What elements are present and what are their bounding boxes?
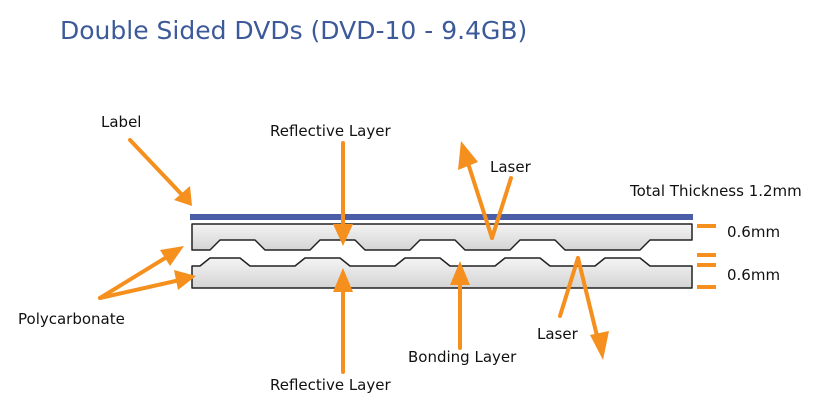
bottom-polycarbonate-substrate [191,257,693,289]
laser-top-arrowhead [458,141,478,170]
polycarbonate-upper-arrowhead [160,246,184,266]
thickness-bottom-text: 0.6mm [727,266,780,284]
label-text: Label [101,113,141,131]
reflective-top-arrowhead [333,224,353,246]
polycarbonate-text: Polycarbonate [18,310,125,328]
bonding-layer-text: Bonding Layer [408,348,517,366]
laser-bottom-arrow-out [576,256,600,342]
thickness-markers [697,224,716,289]
polycarbonate-arrow-upper-shaft [98,253,172,300]
reflective-layer-top-text: Reflective Layer [270,122,391,140]
laser-top-text: Laser [490,158,532,176]
label-arrowhead [174,186,192,206]
polycarbonate-lower-arrowhead [174,270,196,290]
laser-bottom-arrowhead [590,331,609,360]
diagram-title: Double Sided DVDs (DVD-10 - 9.4GB) [60,16,528,45]
label-layer [190,214,693,220]
total-thickness-text: Total Thickness 1.2mm [629,182,802,200]
label-arrow-shaft [128,138,188,201]
thickness-top-text: 0.6mm [727,223,780,241]
bonding-arrowhead [450,261,470,285]
laser-top-arrow-out [465,158,494,240]
reflective-layer-bottom-text: Reflective Layer [270,376,391,394]
laser-bottom-arrow-in [558,256,580,318]
arrows [98,138,600,374]
arrowheads [160,141,609,360]
top-polycarbonate-substrate [191,223,693,251]
reflective-bottom-arrowhead [333,268,353,292]
laser-top-arrow-in [490,176,513,240]
polycarbonate-arrow-lower-shaft [98,278,182,300]
laser-bottom-text: Laser [537,325,579,343]
